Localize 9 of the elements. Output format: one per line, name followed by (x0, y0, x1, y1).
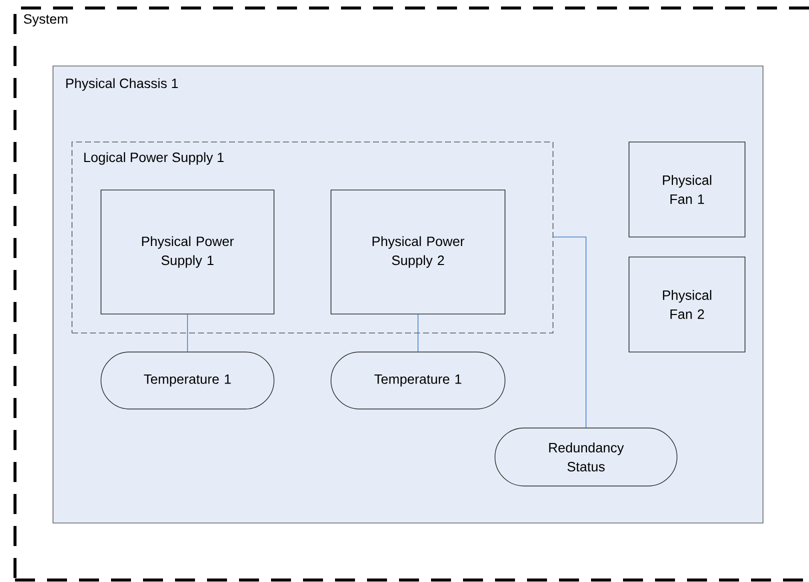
sensor-pill: Redundancy Status (494, 428, 678, 486)
component-box: Physical Power Supply 1 (100, 190, 274, 314)
sensor-pill: Temperature 1 (100, 352, 274, 410)
component-box: Physical Power Supply 2 (330, 190, 506, 314)
component-box: Physical Fan 1 (628, 142, 746, 238)
connector-line (187, 314, 188, 352)
component-box: Physical Fan 2 (628, 256, 746, 352)
connector-line (553, 236, 586, 428)
sensor-pill: Temperature 1 (330, 352, 506, 410)
